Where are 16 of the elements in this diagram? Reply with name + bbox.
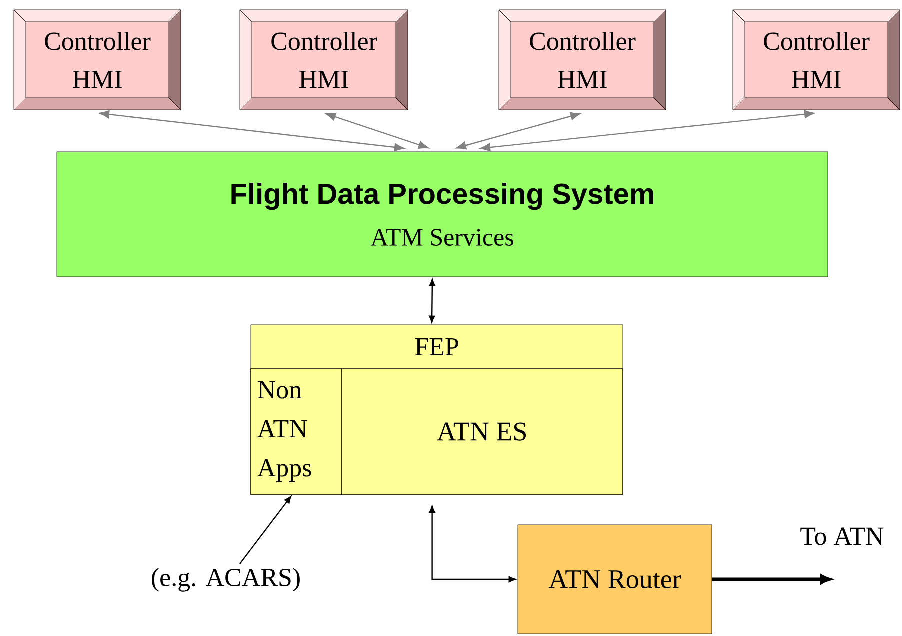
arrow [99, 110, 405, 152]
module-box: Non ATN Apps [250, 368, 342, 495]
arrow [456, 112, 581, 150]
arrow [429, 278, 436, 323]
router-box: ATN Router [518, 524, 712, 634]
arrow [429, 506, 516, 583]
arrow [240, 496, 292, 564]
hmi-box: Controller HMI [240, 10, 408, 110]
system-box: Flight Data Processing System ATM Services [56, 152, 828, 278]
arrow [326, 112, 429, 150]
edge-label: To ATN [800, 528, 884, 546]
arrow [480, 110, 815, 152]
hmi-box: Controller HMI [498, 10, 666, 110]
hmi-box: Controller HMI [14, 10, 182, 110]
hmi-box: Controller HMI [732, 10, 900, 110]
note-text: (e.g. ACARS) [152, 568, 300, 592]
